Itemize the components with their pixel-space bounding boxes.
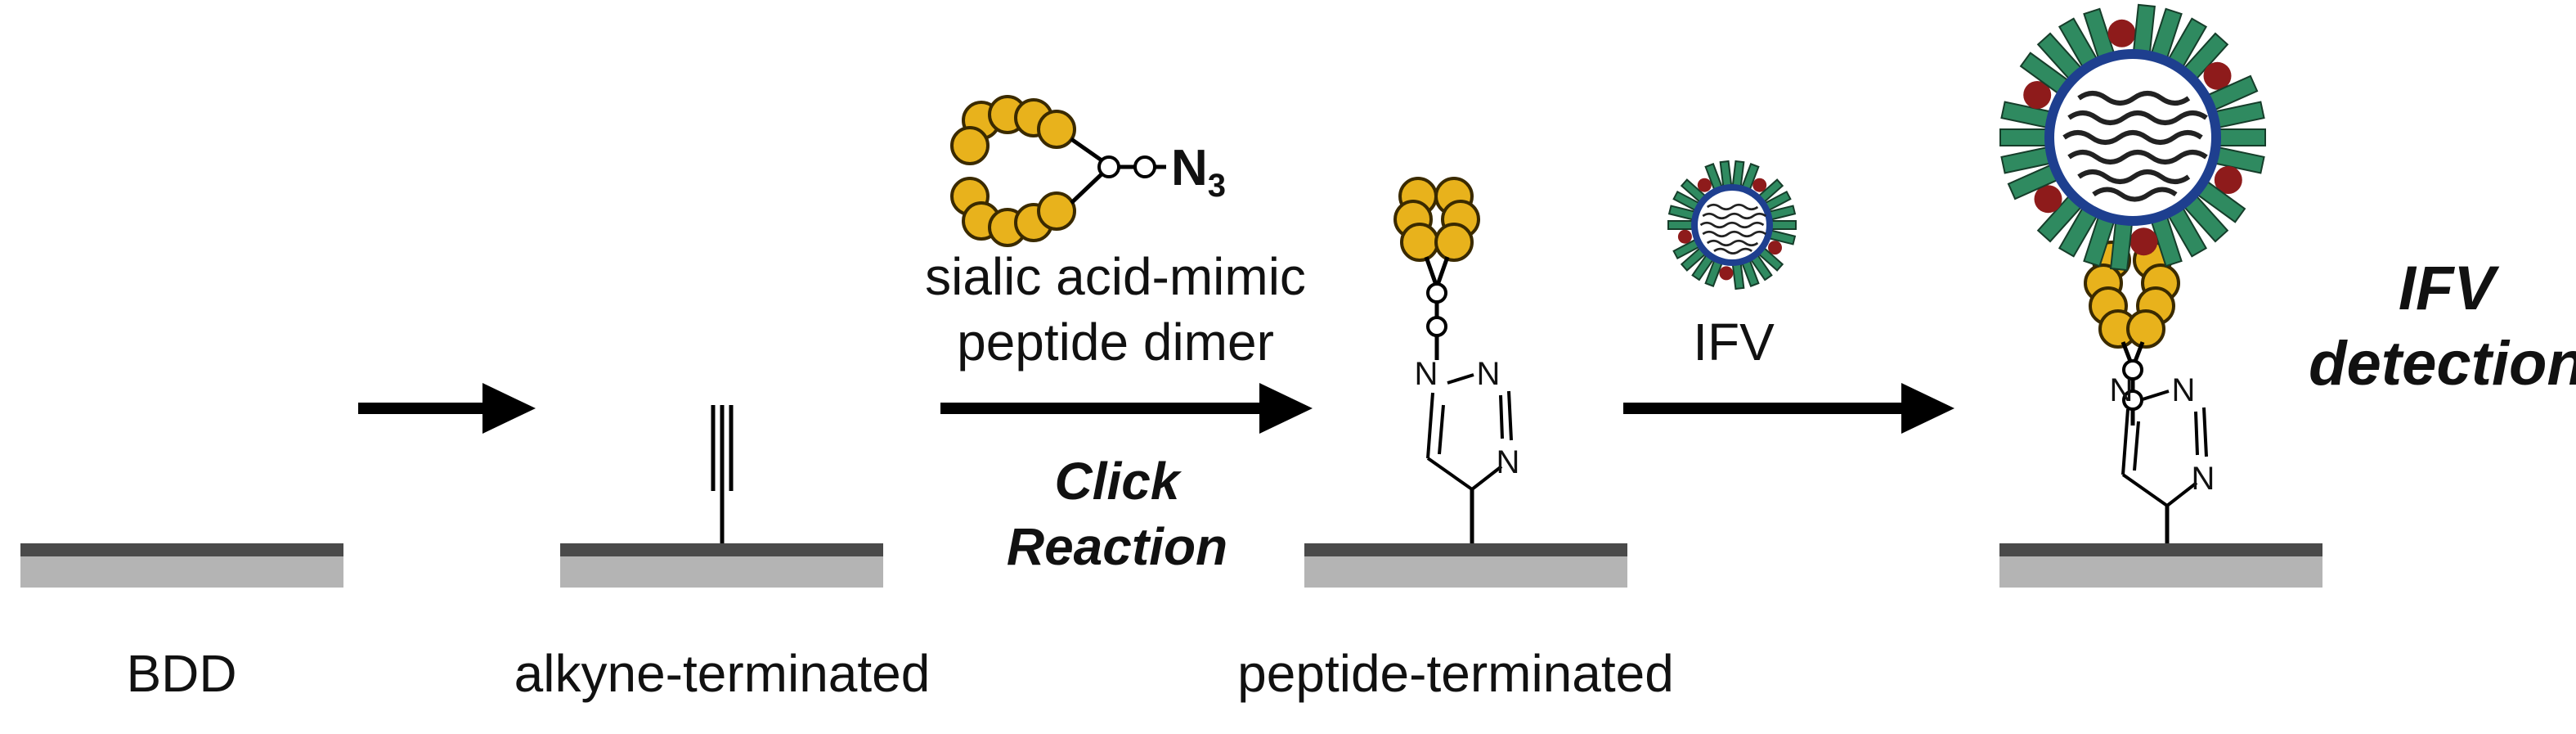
detection-structure	[2084, 241, 2208, 543]
neuraminidase-mark	[1677, 229, 1692, 244]
bdd-label: BDD	[126, 644, 236, 703]
neuraminidase-mark	[1697, 178, 1712, 192]
ifv-label: IFV	[1693, 313, 1775, 372]
neuraminidase-mark	[2034, 185, 2062, 214]
hemagglutinin-spike	[2214, 128, 2266, 146]
neuraminidase-mark	[2214, 166, 2242, 194]
hemagglutinin-spike	[1999, 128, 2052, 146]
arrow-2	[940, 383, 1313, 434]
virus-small	[1667, 160, 1797, 290]
reagent-name-line1: sialic acid-mimic	[925, 247, 1306, 306]
neuraminidase-mark	[2107, 19, 2136, 47]
detection-triazole-n1: N	[2110, 372, 2134, 408]
virus-large	[1999, 3, 2266, 272]
click-label-line2: Reaction	[1007, 517, 1227, 576]
arrow-1	[358, 383, 536, 434]
arrow-3	[1623, 383, 1954, 434]
neuraminidase-mark	[1719, 266, 1734, 281]
peptide-dimer-reagent	[950, 95, 1166, 247]
detection-label-line2: detection	[2309, 329, 2576, 399]
neuraminidase-mark	[2203, 61, 2232, 90]
triazole-n2: N	[1477, 356, 1501, 392]
neuraminidase-mark	[1768, 241, 1782, 255]
peptide-terminated-label: peptide-terminated	[1237, 644, 1674, 703]
surface-alkyne	[560, 543, 883, 588]
detection-triazole-n2: N	[2172, 372, 2196, 408]
azide-label: N3	[1171, 140, 1226, 204]
neuraminidase-mark	[2129, 227, 2158, 256]
triazole-n1: N	[1415, 356, 1438, 392]
neuraminidase-mark	[1752, 178, 1767, 192]
surface-detection	[1999, 543, 2322, 588]
surface-bdd	[20, 543, 343, 588]
detection-triazole-n3: N	[2192, 461, 2215, 497]
detection-label-line1: IFV	[2399, 254, 2500, 323]
neuraminidase-mark	[2023, 81, 2052, 109]
alkyne-linker	[711, 405, 734, 543]
surface-peptide	[1304, 543, 1627, 588]
triazole-n3: N	[1497, 444, 1520, 480]
hemagglutinin-spike	[2132, 3, 2156, 58]
alkyne-label: alkyne-terminated	[514, 644, 931, 703]
click-label-line1: Click	[1055, 452, 1183, 511]
reagent-name-line2: peptide dimer	[957, 313, 1274, 372]
peptide-triazole-structure	[1393, 177, 1513, 543]
